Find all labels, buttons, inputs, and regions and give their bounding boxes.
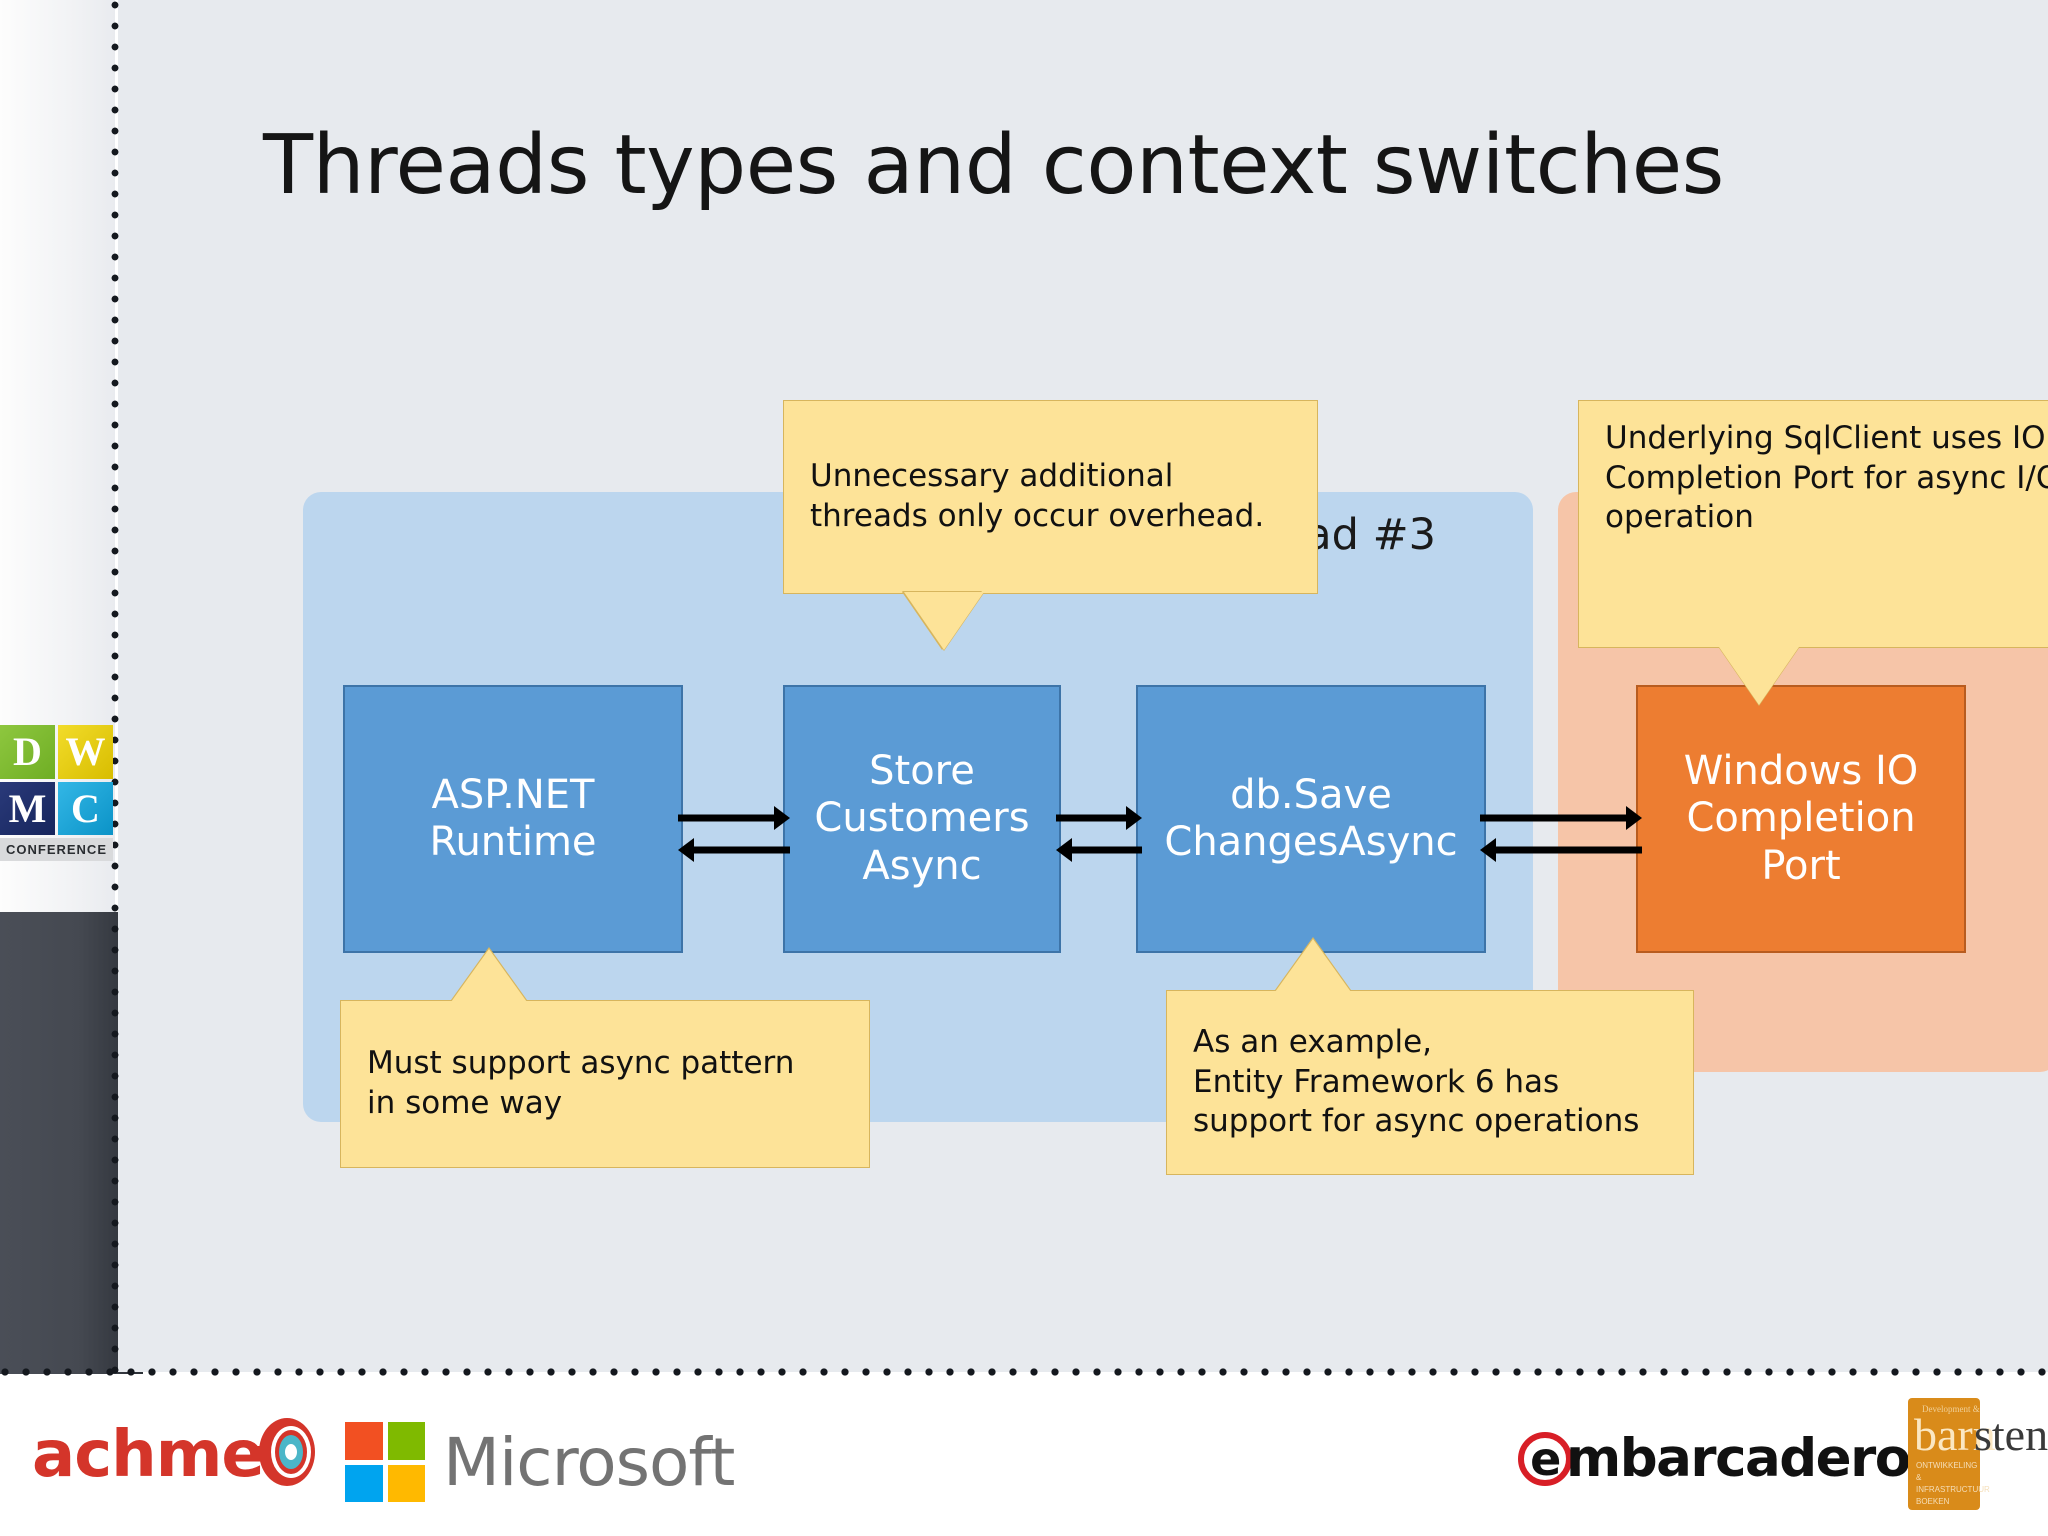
microsoft-tile-blue: [345, 1464, 383, 1502]
callout-line: operation: [1605, 499, 1754, 536]
embarcadero-e-icon: e: [1518, 1431, 1572, 1486]
arrow-pair-dbsave-iocp: [1480, 806, 1642, 862]
callout-line: support for async operations: [1193, 1103, 1640, 1140]
microsoft-tile-green: [387, 1422, 425, 1460]
callout-tail: [1719, 647, 1799, 705]
callout-line: threads only occur overhead.: [810, 498, 1265, 534]
embarcadero-logo-text: mbarcadero: [1566, 1428, 1911, 1489]
callout-sqlclient-iocp: Underlying SqlClient uses IO Completion …: [1578, 400, 2048, 705]
callout-entity-framework: As an example, Entity Framework 6 has su…: [1166, 939, 1694, 1175]
achmea-mark-icon: [257, 1418, 315, 1486]
callout-tail: [904, 592, 984, 650]
barnsten-tile: [1908, 1398, 1980, 1510]
barnsten-logo: Development & barn sten ONTWIKKELING &IN…: [1908, 1398, 2048, 1510]
footer-logo-bar: achmea Microsoft e mbarcadero Developmen…: [0, 1378, 2048, 1536]
barnsten-text-first: barn: [1914, 1409, 1996, 1460]
callout-unnecessary-threads: Unnecessary additional threads only occu…: [783, 400, 1318, 650]
dwmc-letter-m: M: [0, 781, 55, 835]
microsoft-tile-red: [345, 1422, 383, 1460]
dwmc-letter-c: C: [58, 781, 113, 835]
callout-line: in some way: [367, 1085, 563, 1121]
dwmc-conference-caption: CONFERENCE: [0, 838, 113, 861]
callout-line: Unnecessary additional: [810, 458, 1174, 495]
microsoft-logo-text: Microsoft: [443, 1424, 735, 1501]
arrow-pair-aspnet-store: [678, 806, 790, 862]
callout-must-support-async: Must support async pattern in some way: [340, 949, 870, 1168]
embarcadero-logo: e mbarcadero: [1518, 1428, 1911, 1489]
callout-line: Completion Port for async I/O: [1605, 459, 2048, 496]
microsoft-tile-yellow: [387, 1464, 425, 1502]
slide-canvas: Threads types and context switches threa…: [118, 0, 2048, 1372]
barnsten-text-second: sten: [1974, 1409, 2048, 1460]
dwmc-letter-grid: D W M C: [0, 725, 113, 835]
callout-line: As an example,: [1193, 1023, 1432, 1060]
callout-tail: [1275, 939, 1351, 992]
callout-tail: [451, 949, 527, 1002]
callout-line: Underlying SqlClient uses IO: [1605, 420, 2046, 456]
page-title: Threads types and context switches: [263, 118, 1724, 213]
dotted-horizontal-border: [0, 1366, 2048, 1378]
callout-line: Entity Framework 6 has: [1193, 1063, 1560, 1100]
dwmc-letter-d: D: [0, 725, 55, 779]
arrow-pair-store-dbsave: [1056, 806, 1142, 862]
microsoft-logo-tiles: [345, 1422, 425, 1502]
dwmc-conference-logo: D W M C CONFERENCE: [0, 725, 113, 865]
callout-line: Must support async pattern: [367, 1045, 795, 1082]
dotted-vertical-border: [110, 0, 120, 1378]
barnsten-tagline: Development &: [1922, 1404, 1980, 1414]
dwmc-letter-w: W: [58, 725, 113, 779]
